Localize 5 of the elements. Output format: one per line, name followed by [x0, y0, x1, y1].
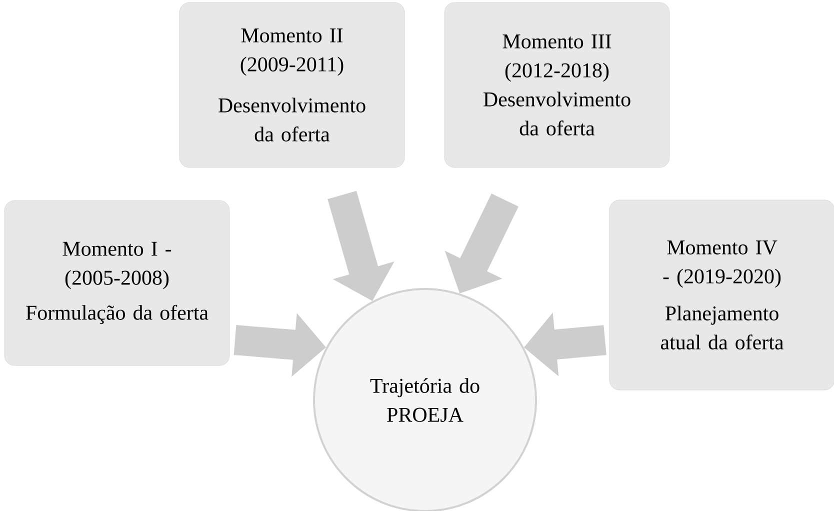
period-box: Momento I - (2005-2008) Formulação da oferta [4, 200, 230, 366]
period-box: Momento III (2012-2018) Desenvolvimento da oferta [444, 2, 670, 168]
circle-node: Trajetória do PROEJA [313, 288, 537, 511]
period-box: Momento IV - (2019-2020) Planejamento atual da oferta [609, 200, 834, 390]
period-box: Momento II (2009-2011) Desenvolvimento da oferta [179, 2, 405, 168]
